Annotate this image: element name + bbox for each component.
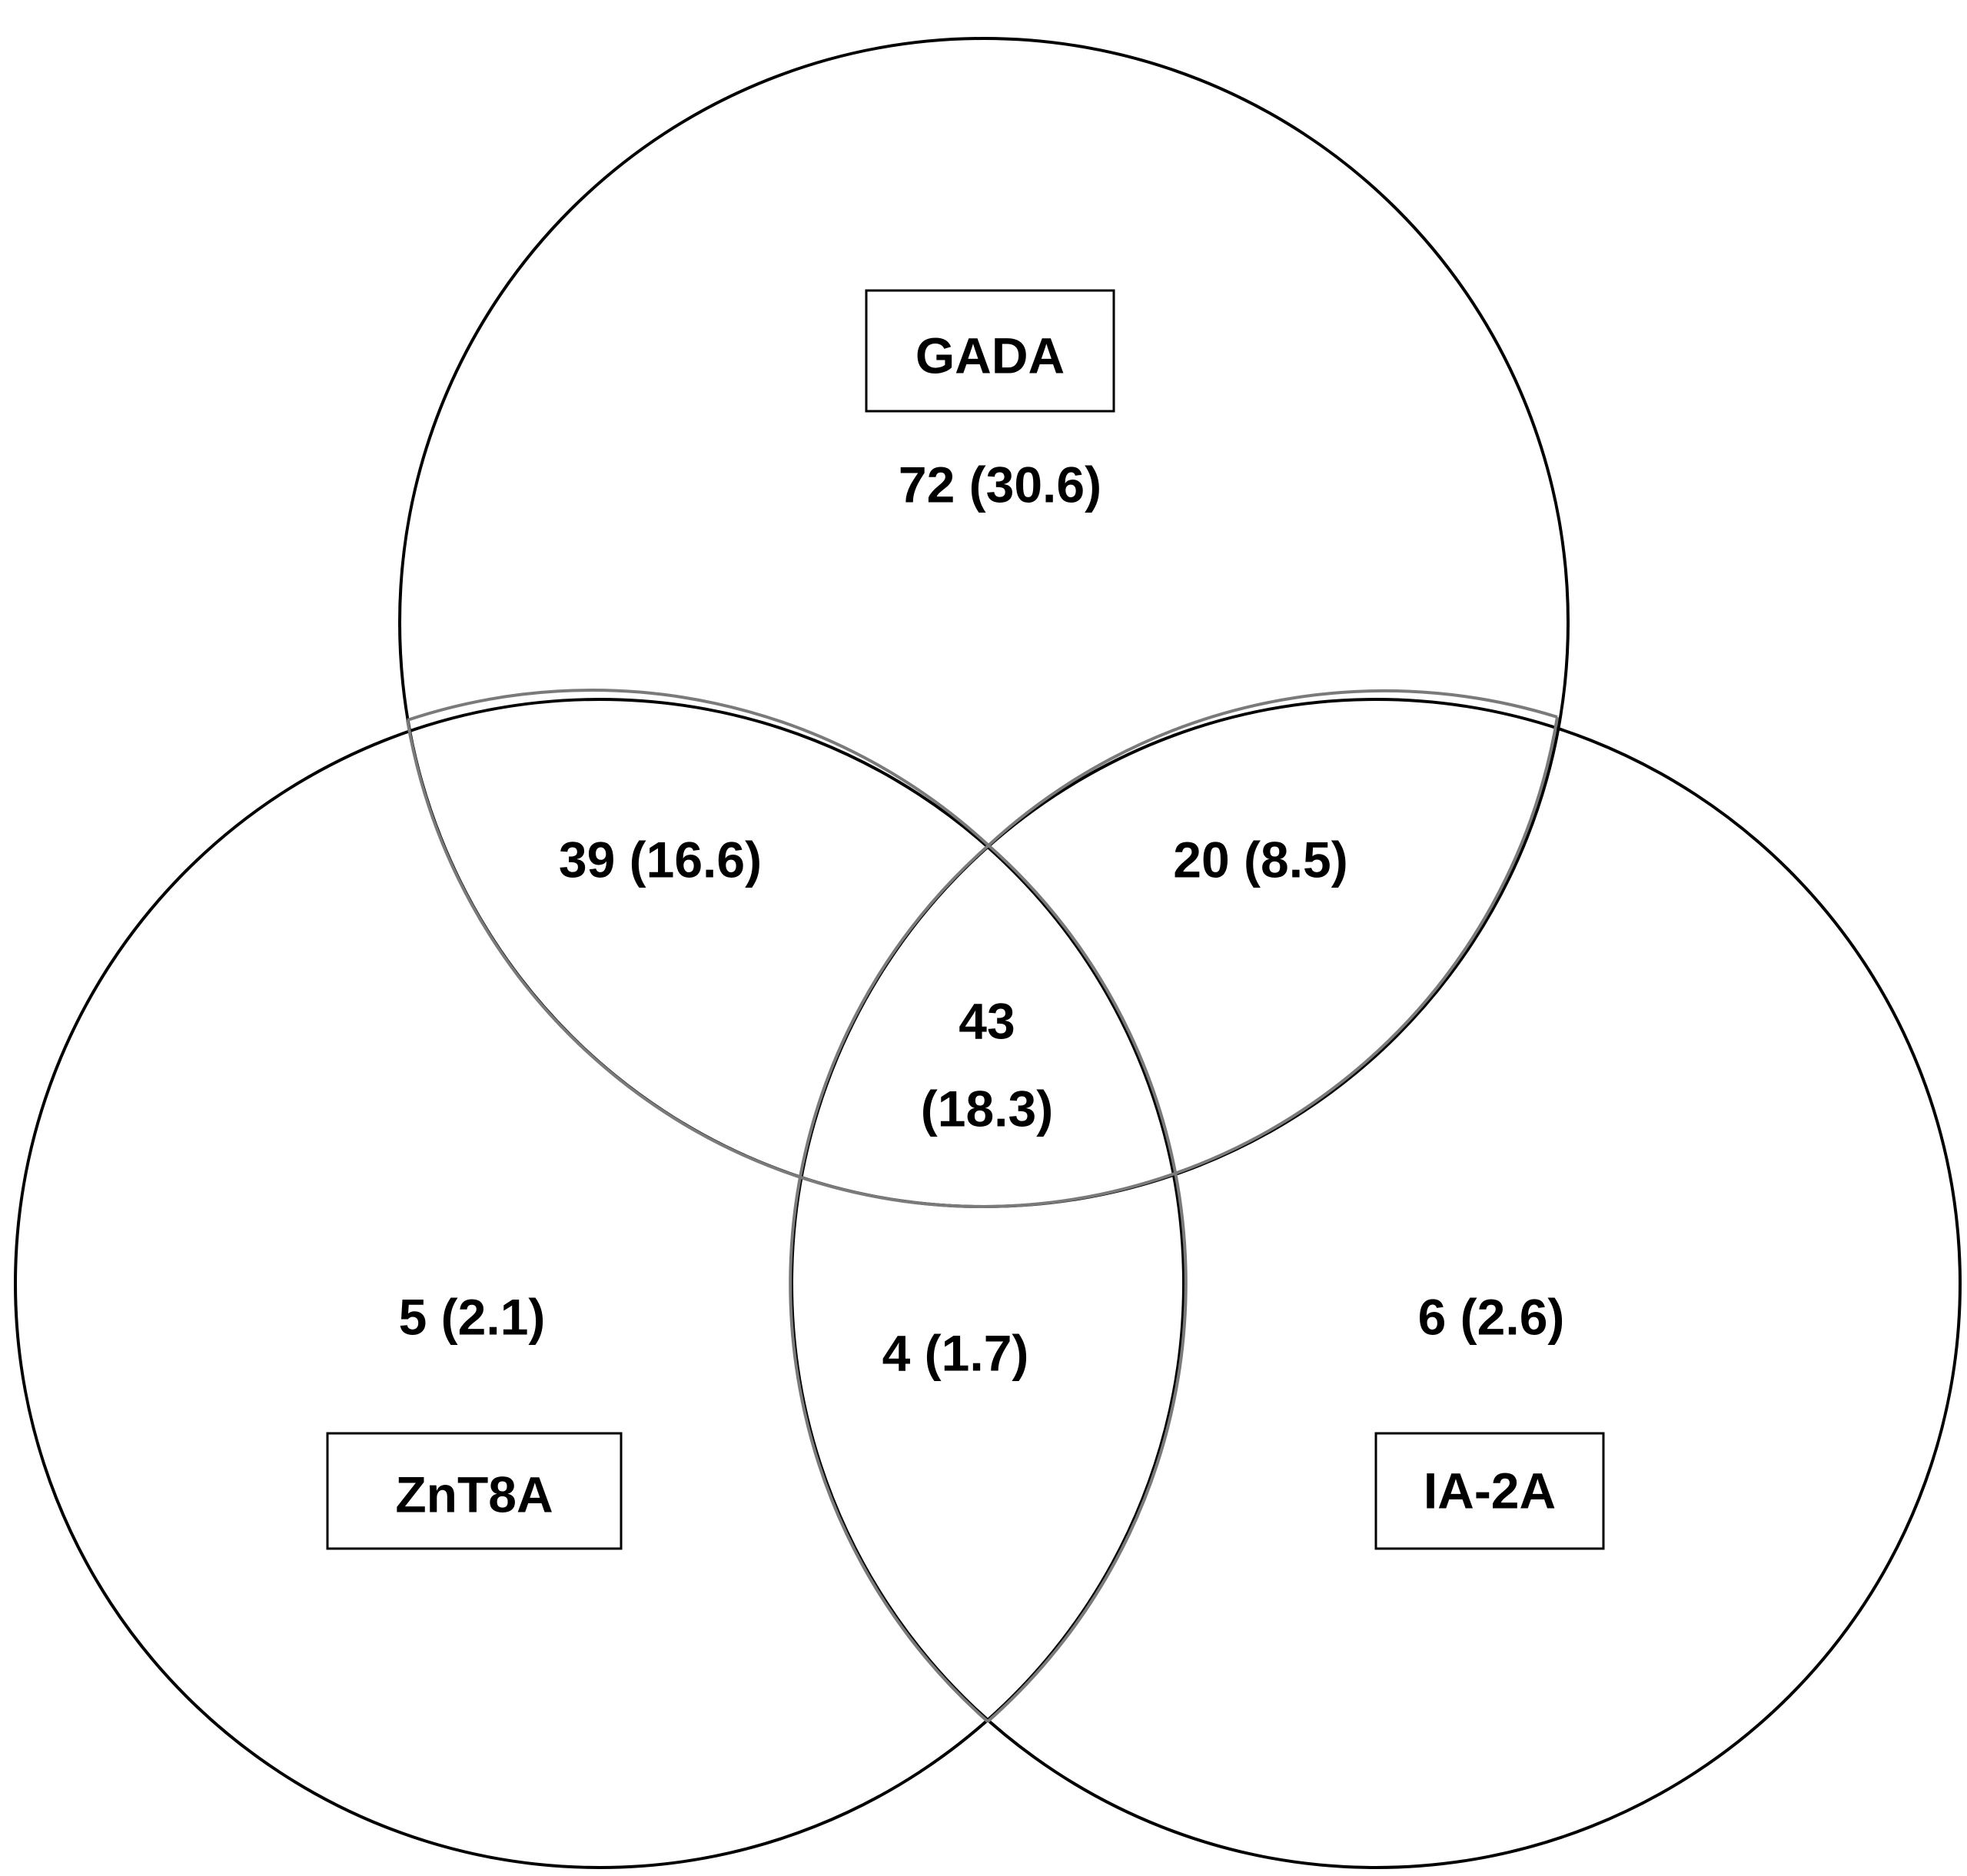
gada-label: GADA bbox=[915, 327, 1065, 384]
znt8a-arc-inside-ia2a bbox=[986, 844, 1188, 1723]
region-znt8a-ia2a: 4 (1.7) bbox=[882, 1324, 1029, 1381]
znt8a-label: ZnT8A bbox=[395, 1466, 553, 1522]
gada-arc-inside-ia2a bbox=[976, 716, 1559, 1209]
region-all-three-count: 43 bbox=[959, 992, 1015, 1049]
gada-label-box bbox=[865, 289, 1115, 413]
ia2a-label-box bbox=[1374, 1432, 1605, 1550]
znt8a-arc-inside-gada bbox=[407, 689, 990, 847]
overlap-arcs bbox=[406, 689, 1559, 1723]
ia2a-arc-inside-gada bbox=[987, 689, 1558, 847]
region-ia2a-only: 6 (2.6) bbox=[1418, 1288, 1565, 1345]
region-gada-znt8a: 39 (16.6) bbox=[559, 831, 762, 888]
circle-znt8a bbox=[14, 698, 1185, 1869]
znt8a-label-box bbox=[326, 1432, 623, 1550]
region-znt8a-only: 5 (2.1) bbox=[399, 1288, 546, 1345]
region-gada-ia2a: 20 (8.5) bbox=[1173, 831, 1347, 888]
gada-arc-inside-znt8a bbox=[406, 719, 978, 1208]
ia2a-arc-inside-znt8a bbox=[789, 844, 990, 1723]
region-gada-only: 72 (30.6) bbox=[899, 456, 1101, 513]
region-all-three-percent: (18.3) bbox=[921, 1080, 1053, 1137]
ia2a-label: IA-2A bbox=[1424, 1462, 1556, 1519]
